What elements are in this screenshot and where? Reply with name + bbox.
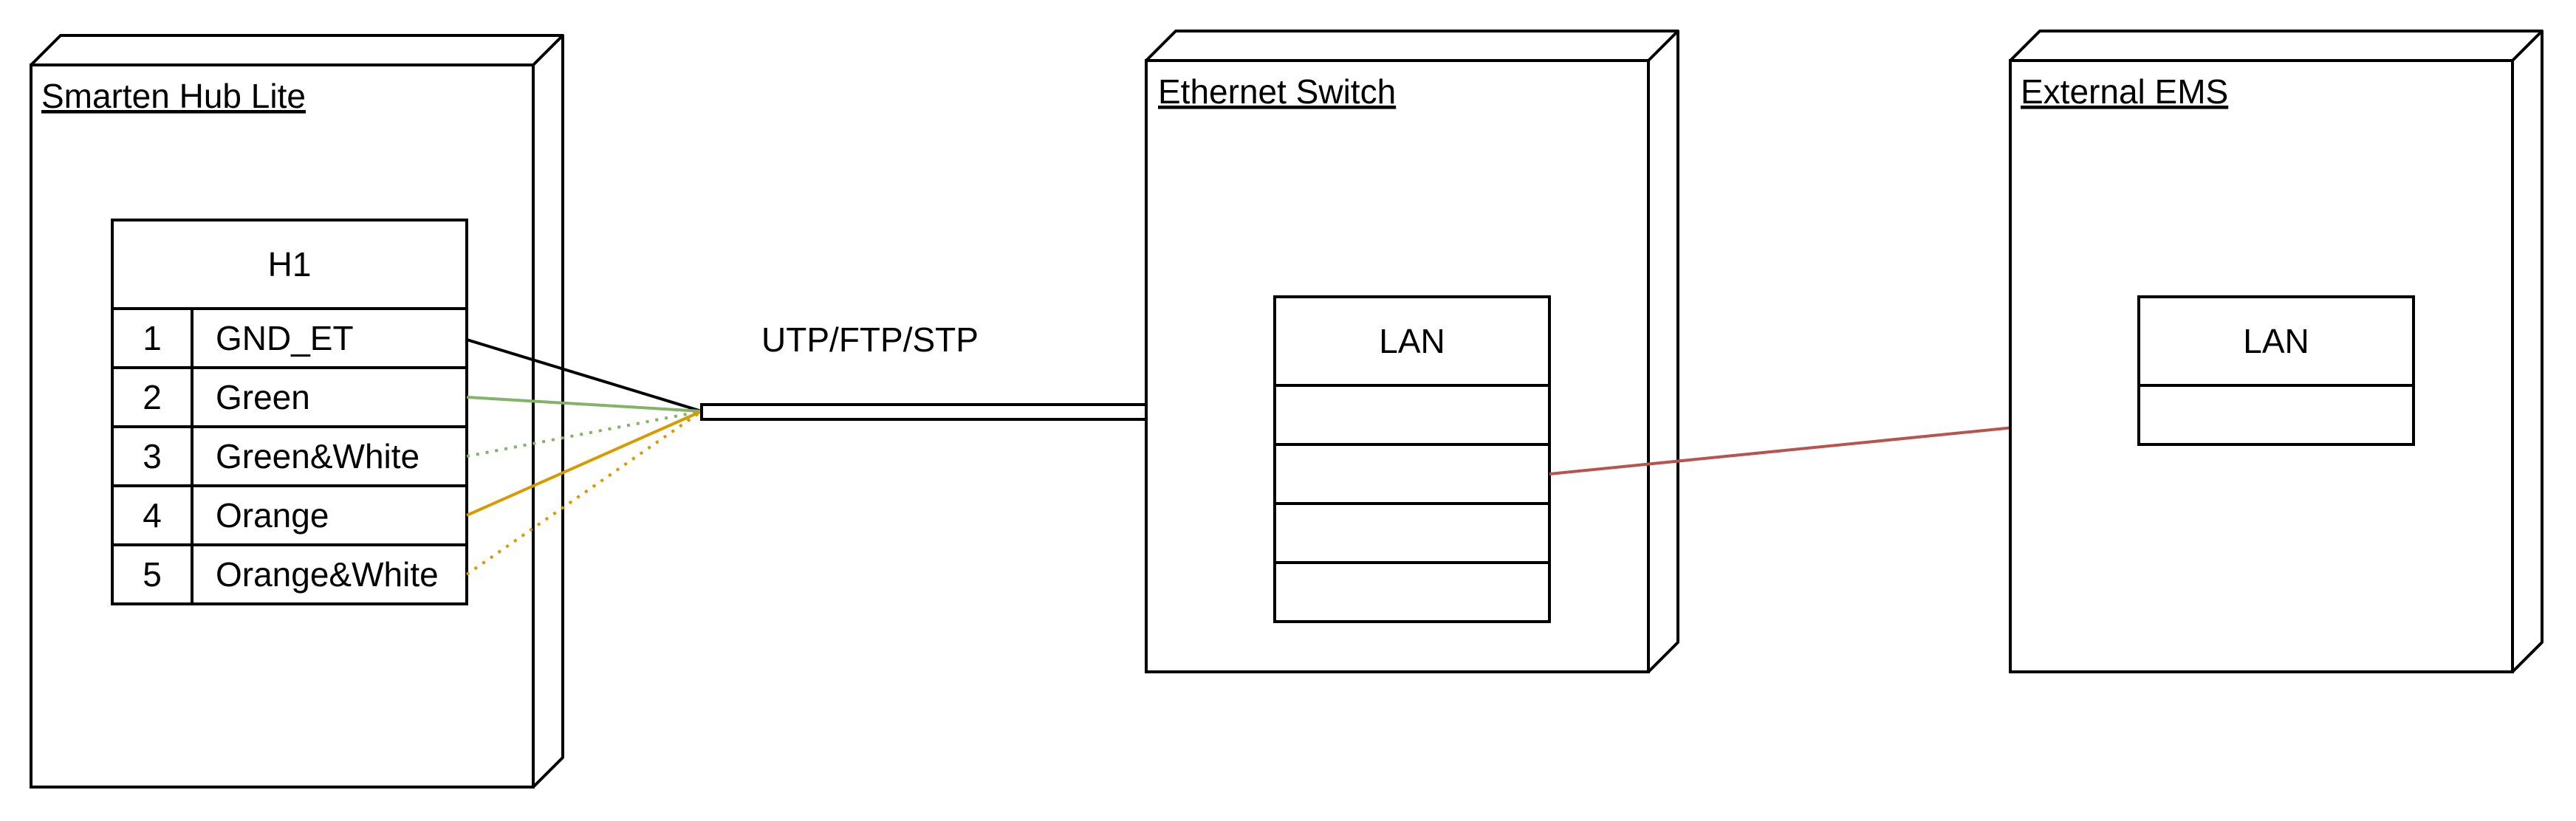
pin-label: Orange&White	[216, 555, 439, 594]
switch-lan-table[interactable]: LAN	[1273, 295, 1551, 623]
pin-number: 5	[143, 555, 162, 594]
wire-green[interactable]	[466, 396, 702, 413]
h1-pin-row-5: 5 Orange&White	[111, 543, 468, 605]
ems-lan-header-label: LAN	[2243, 322, 2309, 360]
pin-label: Green	[216, 378, 310, 416]
h1-pin-row-3: 3 Green&White	[111, 425, 468, 487]
pin-label: GND_ET	[216, 319, 354, 357]
wire-orange[interactable]	[466, 410, 702, 517]
ems-lan-table[interactable]: LAN	[2137, 295, 2415, 446]
wire-gnd-et[interactable]	[466, 338, 702, 413]
h1-pin-row-2: 2 Green	[111, 366, 468, 428]
switch-lan-port-3[interactable]	[1273, 502, 1551, 564]
ems-node-title: External EMS	[2021, 72, 2228, 111]
ems-lan-header	[2137, 295, 2415, 387]
cable-utp-ftp-stp[interactable]: UTP/FTP/STP	[700, 320, 1236, 421]
h1-header-label: H1	[268, 245, 312, 284]
switch-lan-port-2[interactable]	[1273, 443, 1551, 505]
pin-number: 3	[143, 437, 162, 475]
pin-number: 4	[143, 496, 162, 535]
h1-pin-row-1: 1 GND_ET	[111, 307, 468, 369]
connector-h1-table[interactable]: H1 1 GND_ET 2 Green 3 Green&White 4 Oran…	[111, 219, 468, 605]
switch-lan-port-1[interactable]	[1273, 384, 1551, 446]
cable-label: UTP/FTP/STP	[761, 320, 979, 359]
switch-node-title: Ethernet Switch	[1158, 72, 1396, 111]
ems-lan-port-1[interactable]	[2137, 384, 2415, 446]
node-external-ems[interactable]: External EMS	[2009, 30, 2544, 673]
pin-number: 2	[143, 378, 162, 416]
pin-number: 1	[143, 319, 162, 357]
pin-label: Orange	[216, 496, 329, 535]
switch-lan-header-label: LAN	[1379, 322, 1445, 360]
wire-bundle	[465, 338, 703, 576]
switch-lan-port-4[interactable]	[1273, 561, 1551, 623]
wire-green-white[interactable]	[466, 410, 702, 458]
hub-node-title: Smarten Hub Lite	[41, 77, 306, 115]
switch-lan-header	[1273, 295, 1551, 387]
h1-pin-row-4: 4 Orange	[111, 484, 468, 546]
pin-label: Green&White	[216, 437, 419, 475]
